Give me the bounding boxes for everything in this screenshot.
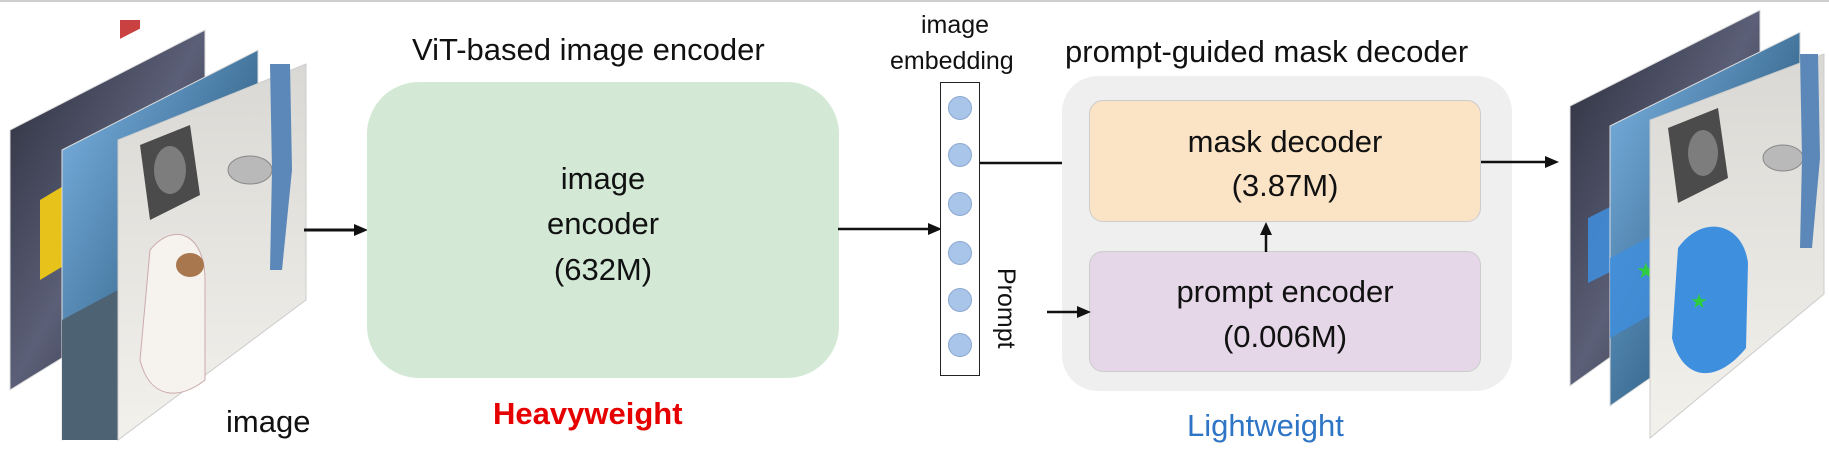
output-image-front: ★: [1649, 53, 1825, 440]
embedding-dot: [948, 333, 972, 357]
lightweight-label: Lightweight: [1187, 408, 1344, 443]
arrow-input-to-encoder: [304, 224, 368, 236]
embedding-dot: [948, 241, 972, 265]
encoder-title: ViT-based image encoder: [412, 32, 765, 67]
input-image-stack: [9, 20, 307, 442]
svg-text:★: ★: [1690, 289, 1708, 313]
mask-decoder-param-count: (3.87M): [1231, 168, 1339, 203]
embedding-dot: [948, 288, 972, 312]
embedding-dot: [948, 143, 972, 167]
arrow-encoder-to-embedding: [838, 223, 942, 235]
embedding-dot: [948, 96, 972, 120]
decoder-title: prompt-guided mask decoder: [1065, 34, 1469, 69]
image-embedding-bar: [940, 82, 980, 376]
embedding-label-line-1: image: [921, 11, 990, 39]
prompt-encoder-title: prompt encoder: [1176, 274, 1394, 309]
encoder-param-count: (632M): [553, 252, 653, 287]
embedding-dot: [948, 192, 972, 216]
heavyweight-label: Heavyweight: [493, 396, 683, 431]
prompt-input-label: Prompt: [992, 268, 1020, 349]
arrow-prompt-to-prompt-encoder: [1047, 306, 1091, 318]
embedding-label-line-2: embedding: [890, 47, 1014, 75]
input-image-label: image: [226, 404, 311, 439]
mask-decoder-box: [1089, 100, 1481, 222]
arrow-decoder-to-output: [1481, 156, 1559, 168]
input-image-front: [117, 63, 307, 441]
image-encoder-box: [367, 82, 839, 378]
prompt-encoder-param-count: (0.006M): [1222, 319, 1348, 354]
output-image-stack: ★ ★: [1569, 9, 1825, 440]
mask-decoder-title: mask decoder: [1187, 124, 1383, 159]
arrow-prompt-encoder-to-mask-decoder: [1260, 222, 1272, 252]
encoder-line-1: image: [560, 161, 646, 196]
top-border: [0, 0, 1829, 2]
encoder-line-2: encoder: [546, 206, 660, 241]
output-segmentation-mask: [1672, 226, 1748, 374]
